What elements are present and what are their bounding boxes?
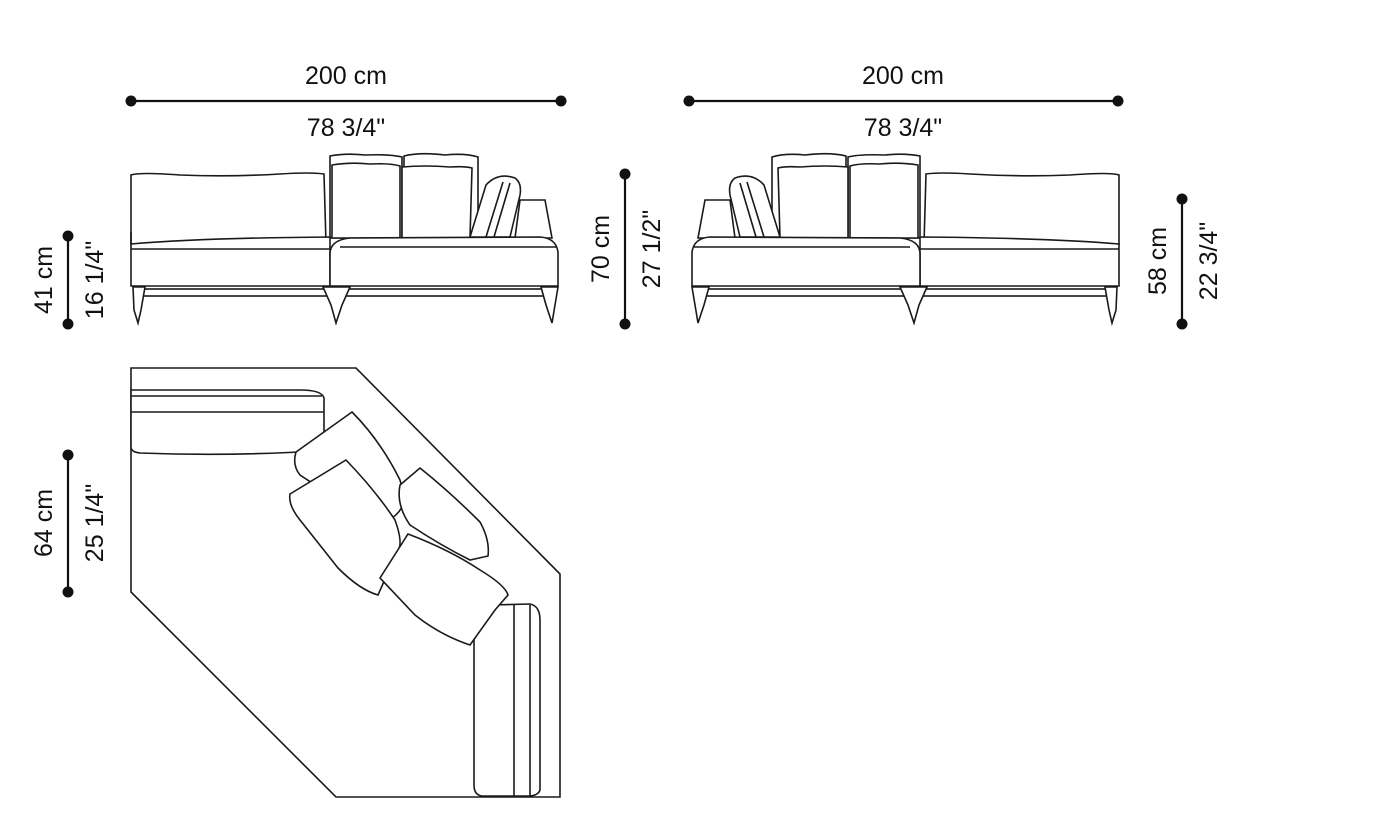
depth-cm-label: 64 cm <box>30 489 58 557</box>
total-height-in-label: 27 1/2" <box>638 210 666 288</box>
sofa-front-left <box>130 152 559 327</box>
width-dimension-left: 200 cm 78 3/4" <box>125 62 567 142</box>
front-view-left: 200 cm 78 3/4" <box>30 62 666 330</box>
seat-height-in-label: 16 1/4" <box>81 241 109 319</box>
arm-height-in-label: 22 3/4" <box>1195 222 1223 300</box>
total-height-dimension: 70 cm 27 1/2" <box>587 168 666 330</box>
seat-height-dimension: 41 cm 16 1/4" <box>30 230 109 330</box>
width-in-label-right: 78 3/4" <box>864 114 942 142</box>
width-in-label: 78 3/4" <box>307 114 385 142</box>
front-view-right: 200 cm 78 3/4" 58 cm <box>683 62 1223 330</box>
arm-height-dimension: 58 cm 22 3/4" <box>1144 193 1223 330</box>
seat-height-cm-label: 41 cm <box>30 246 58 314</box>
arm-height-cm-label: 58 cm <box>1144 227 1172 295</box>
width-dimension-right: 200 cm 78 3/4" <box>683 62 1124 142</box>
total-height-cm-label: 70 cm <box>587 215 615 283</box>
plan-view: 64 cm 25 1/4" <box>30 367 561 798</box>
width-cm-label-right: 200 cm <box>862 62 944 90</box>
sofa-front-right <box>691 152 1120 327</box>
depth-in-label: 25 1/4" <box>81 484 109 562</box>
width-cm-label: 200 cm <box>305 62 387 90</box>
depth-dimension: 64 cm 25 1/4" <box>30 449 109 598</box>
